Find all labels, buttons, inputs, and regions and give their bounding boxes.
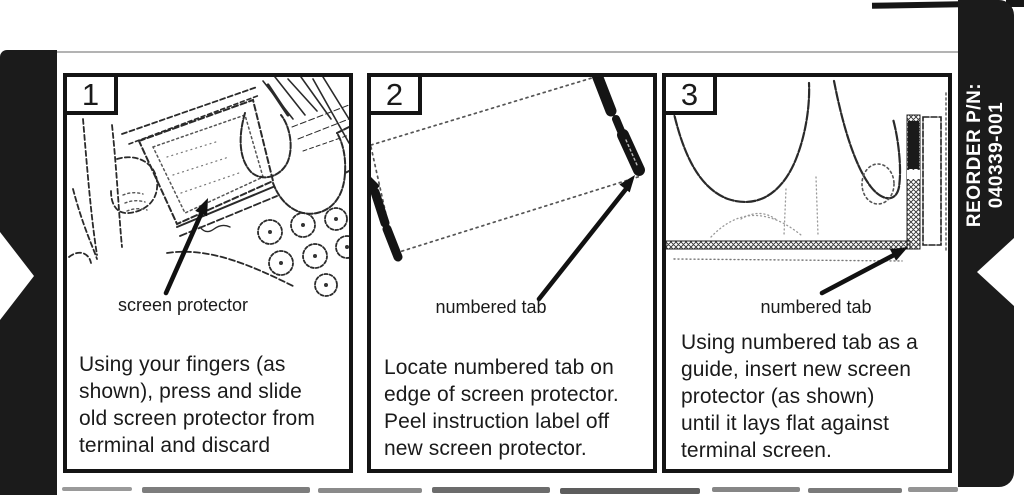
hatch-shading bbox=[262, 77, 349, 144]
callout-arrow-icon bbox=[163, 198, 208, 296]
step-number-box: 1 bbox=[63, 73, 118, 115]
scan-artifact-top-corner bbox=[1006, 0, 1024, 7]
label-top-edge-line bbox=[54, 51, 960, 53]
left-tab-notch bbox=[0, 232, 34, 320]
step-panel-2: 2 bbox=[367, 73, 657, 473]
step-panel-3: 3 bbox=[662, 73, 952, 473]
left-pull-tab bbox=[0, 50, 57, 495]
step1-illustration-terminal-hands bbox=[68, 77, 349, 297]
callout-label: numbered tab bbox=[435, 297, 547, 317]
step-number-box: 3 bbox=[662, 73, 717, 115]
step-caption: Locate numbered tab on edge of screen pr… bbox=[384, 356, 619, 460]
numbered-tab-mark bbox=[906, 114, 921, 250]
step3-illustration-insert-protector bbox=[666, 79, 947, 296]
callout-label: numbered tab bbox=[760, 297, 872, 317]
keypad-buttons bbox=[257, 207, 349, 297]
scan-artifact-top-bar bbox=[871, 1, 961, 9]
step-number: 1 bbox=[81, 76, 100, 112]
reorder-label: REORDER P/N: bbox=[964, 82, 985, 228]
part-number: 040339-001 bbox=[986, 101, 1007, 209]
step-number: 2 bbox=[385, 76, 404, 112]
callout-arrow-icon bbox=[536, 175, 635, 302]
step2-illustration-protector-sheet bbox=[371, 77, 645, 302]
callout-arrow-icon bbox=[819, 247, 908, 296]
step-number-box: 2 bbox=[367, 73, 422, 115]
step-number: 3 bbox=[680, 76, 699, 112]
right-tab-notch bbox=[977, 238, 1014, 306]
reorder-part-number: REORDER P/N: 040339-001 bbox=[964, 83, 1008, 227]
step-panel-1: 1 bbox=[63, 73, 353, 473]
numbered-tab-mark bbox=[617, 129, 645, 176]
step-caption: Using your fingers (as shown), press and… bbox=[79, 353, 315, 457]
step-caption: Using numbered tab as a guide, insert ne… bbox=[681, 331, 918, 462]
callout-label: screen protector bbox=[117, 295, 249, 315]
right-pull-tab: REORDER P/N: 040339-001 bbox=[958, 0, 1014, 487]
